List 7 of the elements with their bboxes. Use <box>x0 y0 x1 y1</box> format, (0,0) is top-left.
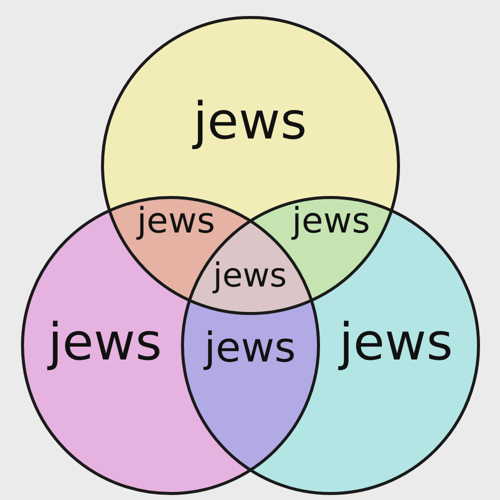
circle-label: jews <box>48 318 162 368</box>
overlap-label: jews <box>136 204 216 240</box>
overlap-label: jews <box>292 204 370 240</box>
circle-label: jews <box>339 318 453 368</box>
overlap-label: jews <box>213 258 287 292</box>
overlap-label: jews <box>204 328 296 368</box>
circle-label: jews <box>193 96 307 148</box>
